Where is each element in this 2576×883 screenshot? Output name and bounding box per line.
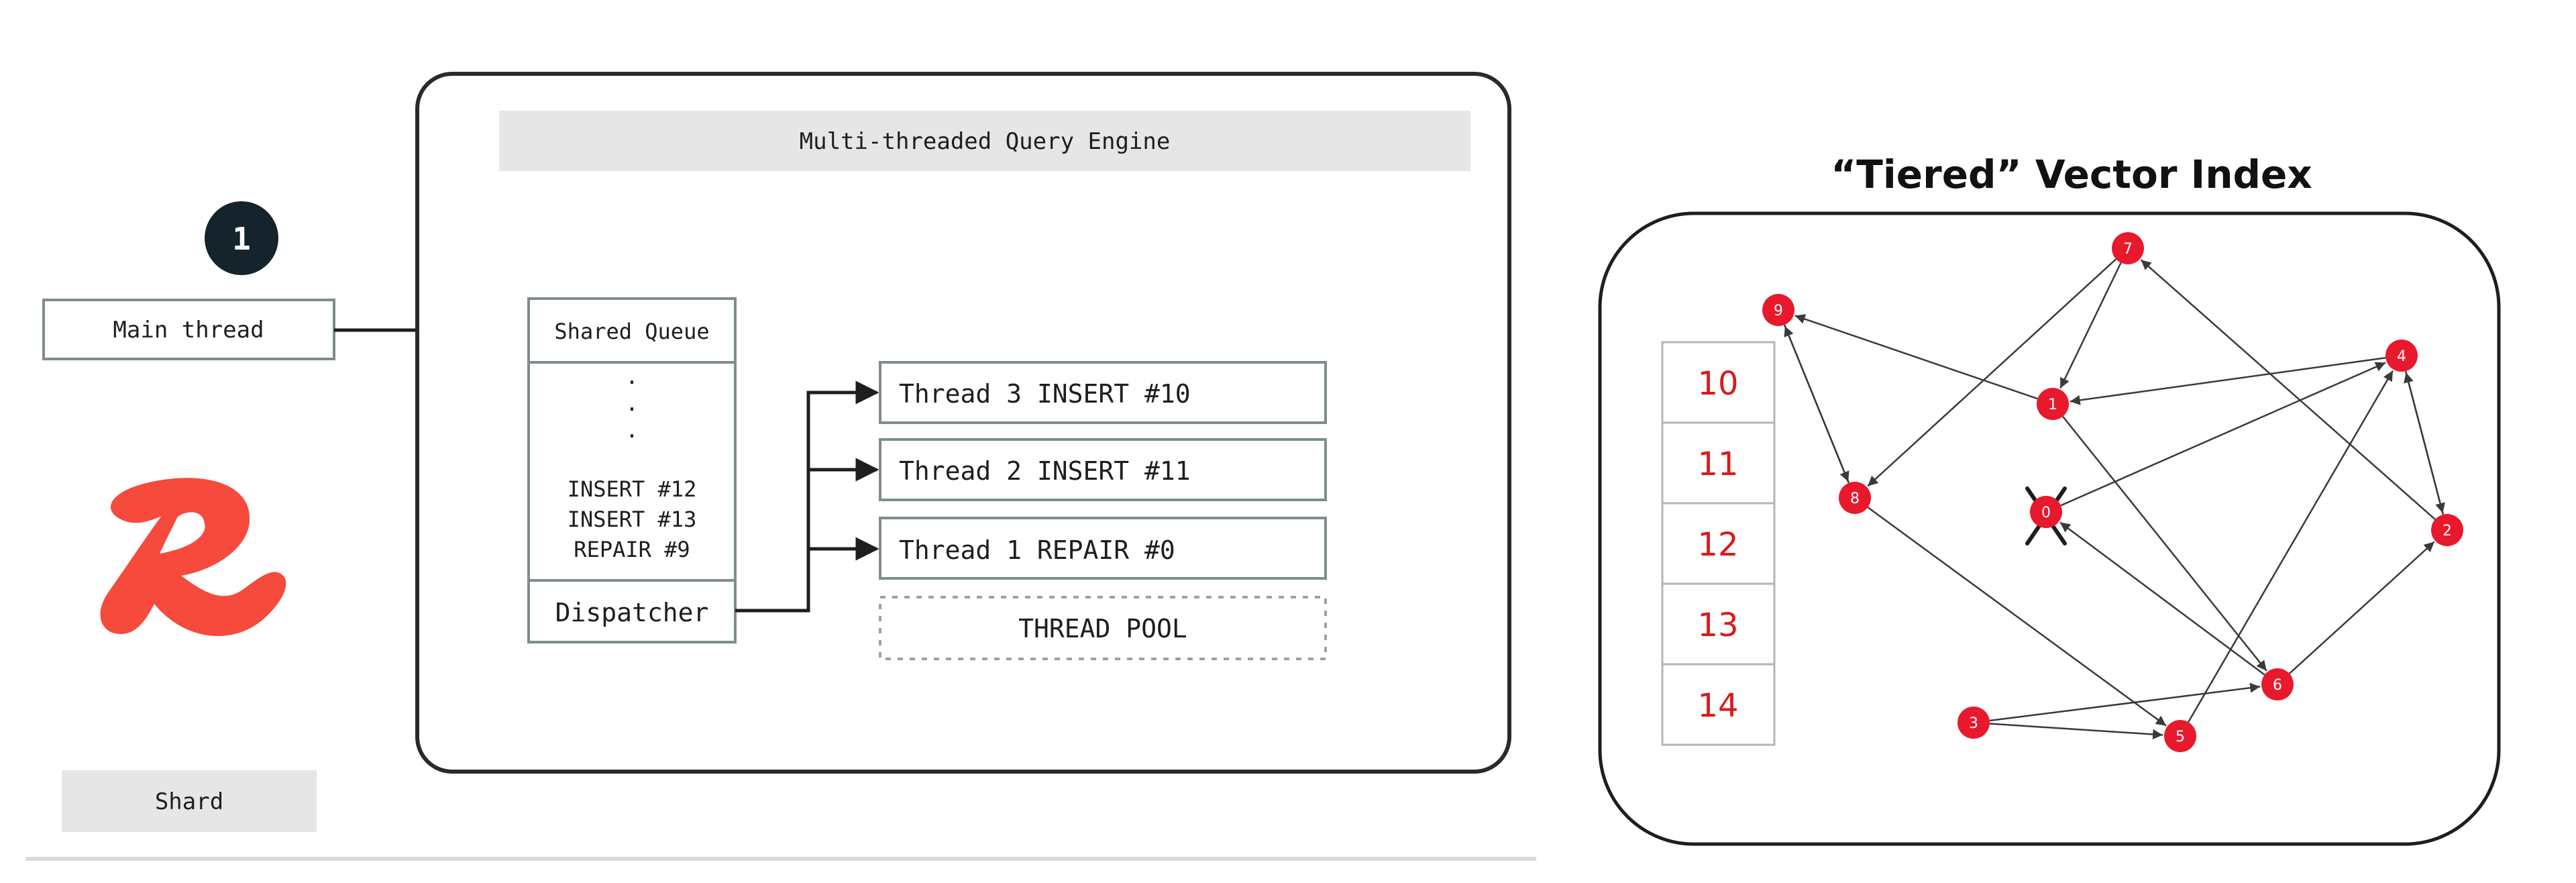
graph-node-2: 2 xyxy=(2431,514,2463,546)
tier-cell: 10 xyxy=(1697,365,1738,403)
graph-node-5: 5 xyxy=(2164,720,2196,752)
thread-pool-label: THREAD POOL xyxy=(1018,614,1187,643)
tiered-vector-index-diagram: “Tiered” Vector Index 10 11 12 13 14 971… xyxy=(1598,152,2501,846)
engine-title: Multi-threaded Query Engine xyxy=(800,128,1171,155)
tier-list: 10 11 12 13 14 xyxy=(1661,341,1776,746)
graph-edge-8-5 xyxy=(1867,507,2167,727)
shard-label-box: Shard xyxy=(62,770,317,832)
graph-node-label: 9 xyxy=(1774,303,1783,319)
thread-3-box: Thread 3 INSERT #10 xyxy=(879,361,1327,424)
graph-node-4: 4 xyxy=(2385,340,2418,372)
redis-r-logo-icon xyxy=(100,478,286,636)
graph-node-7: 7 xyxy=(2112,232,2144,264)
graph-node-label: 0 xyxy=(2041,505,2051,521)
graph-node-label: 1 xyxy=(2048,397,2057,413)
graph-node-circle xyxy=(2030,496,2062,528)
step-1-badge: 1 xyxy=(205,201,278,275)
graph-node-9: 9 xyxy=(1762,294,1794,326)
engine-title-bar xyxy=(499,111,1470,171)
thread-pool-box: THREAD POOL xyxy=(879,596,1327,660)
shared-queue-header: Shared Queue xyxy=(554,319,709,344)
queue-item: INSERT #12 xyxy=(568,476,697,502)
graph-node-circle xyxy=(1839,482,1871,514)
graph-node-6: 6 xyxy=(2261,668,2294,700)
graph-edge-3-6 xyxy=(1989,682,2261,722)
queue-dot-2: . xyxy=(625,391,638,416)
graph-edge-7-1 xyxy=(2059,262,2122,389)
tier-cell: 11 xyxy=(1697,446,1738,483)
graph-node-circle xyxy=(2431,514,2463,546)
graph-nodes: 9 7 1 4 8 0 2 6 3 5 xyxy=(1762,232,2463,752)
thread-3-label: Thread 3 INSERT #10 xyxy=(899,379,1191,409)
tier-cell: 14 xyxy=(1697,687,1738,725)
graph-node-circle xyxy=(1957,707,1990,739)
graph-node-circle xyxy=(2112,232,2144,264)
graph-edge-2-4 xyxy=(2404,372,2445,515)
graph-node-1: 1 xyxy=(2037,388,2069,420)
graph-node-label: 3 xyxy=(1969,715,1978,732)
main-thread-box: Main thread xyxy=(42,299,335,360)
graph-edge-5-4 xyxy=(2187,370,2394,723)
graph-node-8: 8 xyxy=(1839,482,1871,514)
thread-2-box: Thread 2 INSERT #11 xyxy=(879,438,1327,501)
graph-node-label: 7 xyxy=(2123,241,2133,258)
graph-node-circle xyxy=(2037,388,2069,420)
queue-dot-1: . xyxy=(625,364,638,389)
graph-edge-1-6 xyxy=(2062,415,2267,672)
graph-edge-3-5 xyxy=(1989,723,2163,739)
graph-node-label: 4 xyxy=(2397,348,2406,365)
graph-node-3: 3 xyxy=(1957,707,1990,739)
graph-edge-4-1 xyxy=(2070,357,2386,405)
queue-item: REPAIR #9 xyxy=(574,537,690,562)
queue-dot-3: . xyxy=(625,417,638,443)
thread-2-label: Thread 2 INSERT #11 xyxy=(899,456,1191,486)
graph-node-label: 5 xyxy=(2176,729,2185,745)
dispatcher-connectors xyxy=(735,380,879,613)
graph-node-circle xyxy=(2385,340,2418,372)
graph-edge-6-2 xyxy=(2288,541,2435,674)
graph-edges xyxy=(1783,258,2445,739)
graph-node-0: 0 xyxy=(2030,496,2062,528)
step-1-badge-label: 1 xyxy=(232,221,251,257)
graph-edge-2-7 xyxy=(2140,259,2436,521)
thread-1-label: Thread 1 REPAIR #0 xyxy=(899,535,1175,565)
graph-node-label: 6 xyxy=(2273,677,2282,694)
tier-cell: 12 xyxy=(1697,526,1738,564)
dispatcher-label: Dispatcher xyxy=(555,598,709,627)
queue-item: INSERT #13 xyxy=(568,507,697,532)
tier-cell: 13 xyxy=(1697,607,1738,644)
graph-node-label: 8 xyxy=(1850,490,1860,507)
thread-1-box: Thread 1 REPAIR #0 xyxy=(879,517,1327,580)
graph-node-label: 2 xyxy=(2443,523,2452,539)
main-thread-label: Main thread xyxy=(113,317,264,344)
graph-node-circle xyxy=(2261,668,2294,700)
graph-node-circle xyxy=(1762,294,1794,326)
vector-index-title: “Tiered” Vector Index xyxy=(1831,152,2312,197)
shared-queue: Shared Queue . . . INSERT #12 INSERT #13… xyxy=(527,297,737,643)
graph-node-circle xyxy=(2164,720,2196,752)
graph-edge-1-9 xyxy=(1794,314,2038,400)
shard-label: Shard xyxy=(155,788,223,815)
query-engine-diagram: 1 2 Main thread Shard Multi-threaded Que… xyxy=(25,72,1536,861)
graph-edge-8-9 xyxy=(1784,325,1850,484)
graph-edge-7-8 xyxy=(1867,258,2117,487)
